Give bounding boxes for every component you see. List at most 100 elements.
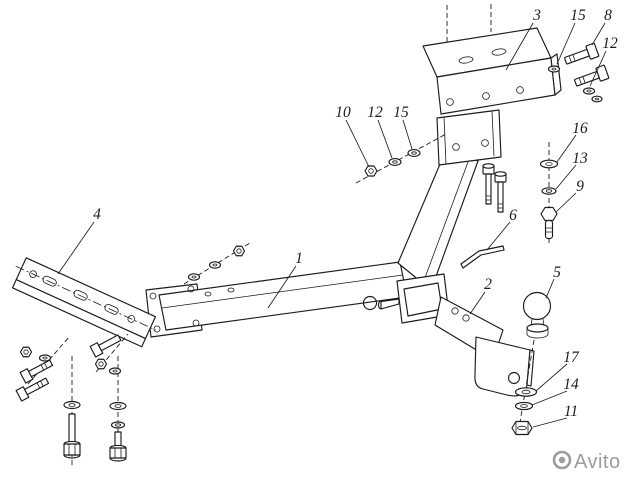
callout-label: 6	[509, 207, 517, 224]
leader-line	[555, 192, 577, 213]
nut	[232, 245, 246, 257]
callout-label: 16	[572, 120, 588, 137]
nut	[19, 346, 33, 358]
washer	[582, 87, 596, 95]
leader-line	[57, 221, 95, 275]
callout-17: 17	[535, 349, 580, 392]
callout-6: 6	[486, 207, 517, 251]
callout-label: 5	[553, 264, 561, 281]
spring-washer	[541, 187, 557, 195]
washer	[591, 95, 603, 103]
bolt	[19, 359, 54, 384]
washer	[407, 149, 421, 157]
leader-line	[267, 265, 297, 309]
side-bracket	[11, 257, 157, 348]
washer	[108, 367, 122, 375]
leader-line	[556, 134, 577, 163]
leader-line	[545, 278, 555, 299]
washer	[514, 387, 538, 397]
leader-line	[556, 22, 576, 65]
callout-label: 3	[532, 7, 541, 24]
callout-label: 9	[576, 178, 584, 195]
washer	[388, 158, 402, 166]
callout-9: 9	[555, 178, 584, 213]
spring-washer	[514, 401, 534, 411]
avito-watermark: Avito	[552, 450, 621, 473]
washer	[63, 400, 81, 410]
callout-14: 14	[531, 376, 579, 406]
leader-line	[469, 291, 486, 315]
fastener-row-middle	[355, 133, 447, 184]
callout-4: 4	[57, 206, 101, 275]
callout-11: 11	[532, 403, 578, 428]
top-bracket	[422, 27, 562, 115]
callout-label: 17	[563, 349, 580, 366]
washer	[187, 273, 201, 281]
beam-end-plate-holes	[149, 285, 200, 333]
leader-line	[345, 119, 370, 168]
callout-label: 15	[570, 7, 586, 24]
callout-12-mid: 12	[367, 104, 393, 159]
retainer-rod	[460, 245, 505, 269]
leader-line	[591, 22, 606, 46]
nut	[511, 420, 533, 436]
avito-logo-icon	[552, 450, 572, 470]
callout-label: 10	[335, 104, 351, 121]
callout-2: 2	[469, 276, 492, 315]
ball-mount	[434, 296, 535, 397]
nut	[364, 165, 378, 177]
stud	[89, 334, 122, 358]
receiver-tube	[396, 273, 450, 324]
washer	[109, 401, 127, 411]
mount-bolt	[494, 171, 507, 213]
beam-mount-bracket	[436, 109, 502, 166]
leader-line	[531, 390, 568, 406]
callout-label: 2	[484, 276, 492, 293]
callout-5: 5	[545, 264, 561, 299]
fastener-stack-right	[539, 142, 559, 244]
callout-8: 8	[591, 7, 612, 46]
callout-label: 15	[393, 104, 409, 121]
fastener-stack-bottom-right	[511, 387, 538, 436]
washer	[539, 159, 559, 169]
leader-line	[377, 119, 393, 159]
watermark-text: Avito	[574, 451, 621, 473]
callout-label: 4	[93, 206, 101, 223]
callout-label: 12	[602, 35, 618, 52]
callout-label: 13	[572, 150, 588, 167]
washer	[547, 65, 561, 73]
callout-label: 1	[295, 250, 303, 267]
callout-label: 11	[564, 403, 578, 420]
bolt	[574, 64, 610, 87]
callout-label: 14	[563, 376, 579, 393]
nut	[94, 358, 108, 370]
bolt	[564, 42, 600, 65]
leader-line	[535, 363, 568, 392]
hitch-pin	[362, 295, 400, 311]
leader-line	[486, 221, 511, 251]
bolt	[15, 377, 50, 402]
callout-16: 16	[556, 120, 588, 163]
callout-15-top: 15	[556, 7, 586, 65]
bolt	[109, 431, 127, 462]
bolt	[63, 413, 81, 459]
callout-1: 1	[267, 250, 303, 309]
washer	[38, 354, 52, 362]
avito-logo-dot-icon	[558, 456, 566, 464]
callout-13: 13	[555, 150, 588, 190]
leader-line	[402, 119, 413, 150]
plate-hardware-row	[183, 242, 251, 285]
bolt	[540, 206, 558, 240]
bracket-hardware	[15, 333, 129, 466]
callout-10: 10	[335, 104, 370, 168]
spring-washer	[110, 421, 126, 429]
washer	[208, 261, 222, 269]
callout-15-mid: 15	[393, 104, 413, 150]
tow-ball	[517, 291, 552, 435]
leader-line	[505, 22, 534, 71]
callout-3: 3	[505, 7, 541, 71]
leader-line	[532, 417, 568, 428]
construction-lines-top	[446, 4, 492, 46]
